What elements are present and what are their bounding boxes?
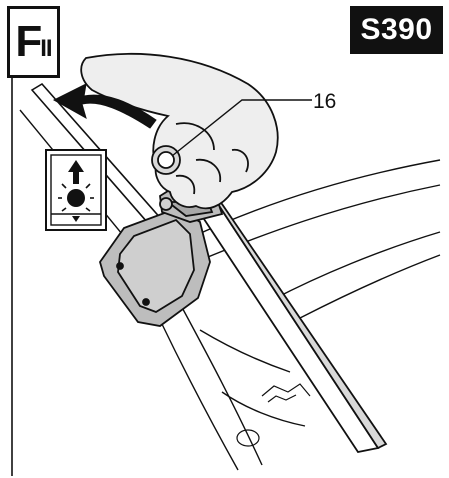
figure-label-letter: F — [15, 17, 42, 66]
figure-label-suffix: II — [40, 35, 52, 62]
callout-number: 16 — [313, 90, 337, 113]
model-label: S390 — [350, 6, 443, 54]
deck-detail — [236, 383, 311, 447]
hand-illustration — [80, 52, 279, 210]
figure-label: F II — [7, 6, 60, 78]
clamp-housing — [99, 207, 211, 327]
callout-leader-line — [171, 99, 312, 157]
curved-arrow-icon — [52, 83, 157, 129]
adjustment-knob — [151, 145, 181, 175]
height-adjust-pictogram-icon — [45, 149, 107, 231]
handle-bar — [196, 196, 388, 454]
